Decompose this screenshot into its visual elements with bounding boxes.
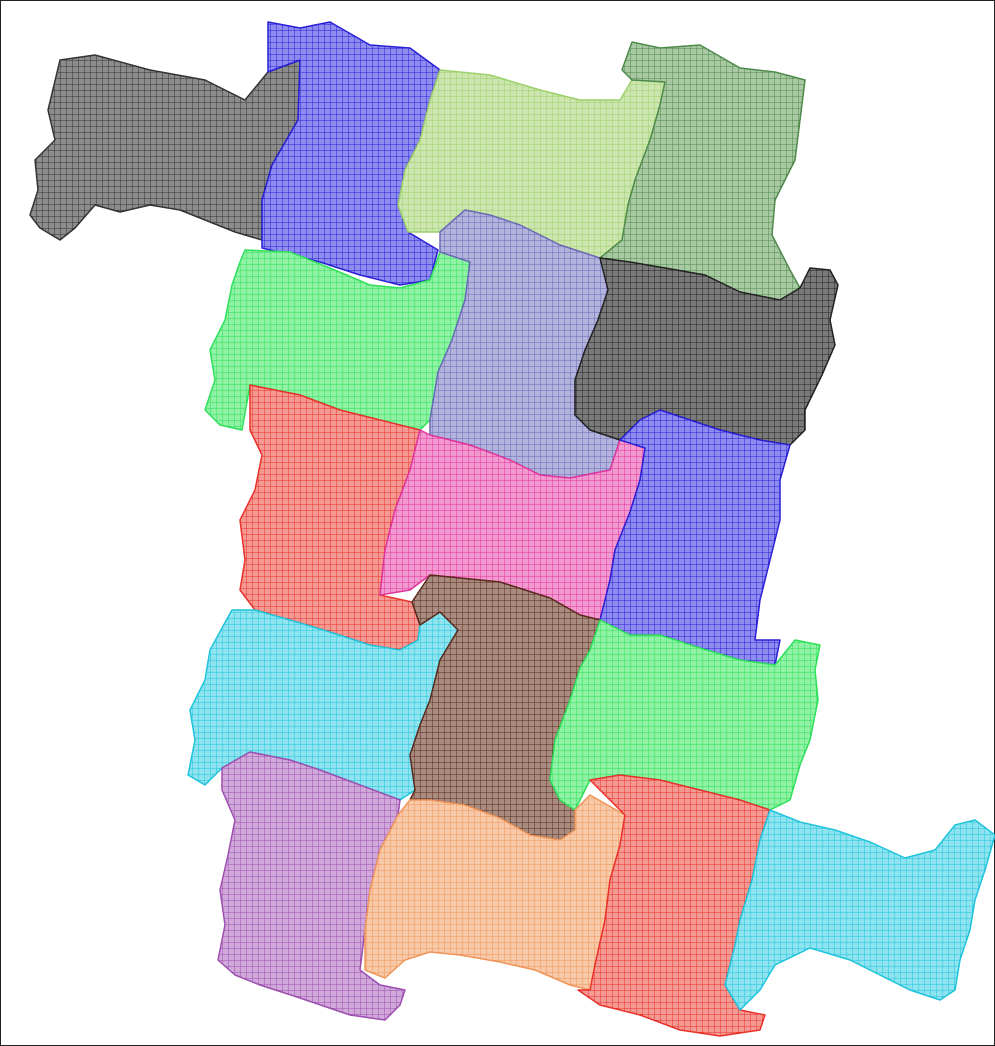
region-orange-bottom xyxy=(365,795,625,990)
